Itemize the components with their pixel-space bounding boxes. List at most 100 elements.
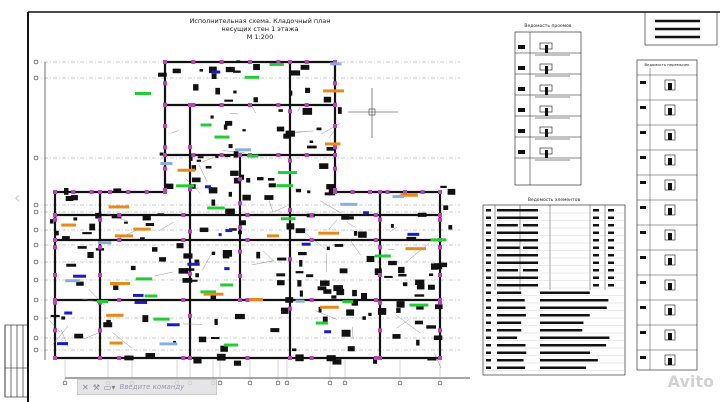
opening-detail [545,129,548,137]
table-cell-text [497,321,522,324]
drawing-title: Исполнительная схема. Кладочный план нес… [180,17,340,41]
axis-marker [33,75,39,81]
annotation-block [95,212,102,219]
table-cell-text [523,261,538,264]
wall-marker [163,166,167,171]
annotation-block [373,357,378,364]
wall-marker [181,298,186,302]
wall-marker [188,356,192,360]
leader-line [273,206,287,213]
leader-line [83,331,102,340]
annotation-block [50,314,60,318]
wall-marker [333,153,337,157]
annotation-block [283,133,290,139]
annotation-block [159,152,164,156]
leader-line [346,222,357,229]
table-cell-text [608,239,614,242]
table-cell-text [593,216,599,219]
annotation-block [242,194,251,201]
command-input[interactable]: Введите команду [119,383,185,391]
lintel-detail [668,158,672,165]
annotation-block [440,262,448,268]
annotation-block [111,215,122,219]
wall-marker [288,158,292,163]
table-cell-text [640,206,646,209]
wall-marker [304,153,309,157]
table-cell-text [518,129,525,133]
openings-table [514,31,582,186]
table-cell-text [608,246,614,249]
wall-marker [71,190,76,194]
wall-marker [126,190,131,194]
annotation-block [223,124,228,130]
wall-marker [378,217,382,222]
orange-tag [203,292,224,296]
annotation-block [246,178,251,183]
table-cell-text [540,291,590,294]
wall-marker [438,328,442,333]
watermark: Avito [667,372,714,391]
annotation-block [205,165,212,169]
annotation-block [302,107,313,115]
annotation-block [277,257,287,261]
command-history-icon[interactable]: ▭▾ [103,382,116,392]
table-cell-text [593,276,599,279]
annotation-block [278,109,283,112]
annotation-block [295,188,302,193]
scroll-left-icon[interactable]: ‹ [14,188,21,207]
wall-marker [309,356,314,360]
table-cell-text [523,231,538,234]
sheet-stamp [644,11,718,46]
green-tag [96,300,109,304]
wall-marker [188,187,192,192]
lintel-detail [668,333,672,340]
axis-marker [33,297,39,303]
wall-marker [438,213,442,217]
wall-marker [373,238,378,242]
annotation-block [89,223,96,231]
table-cell-text [497,246,520,249]
close-icon[interactable]: ✕ [82,382,89,392]
table-cell-text [486,269,491,272]
annotation-block [152,247,158,252]
annotation-block [145,353,155,359]
wall-marker [438,190,442,194]
annotation-block [103,322,113,328]
opening-detail [545,66,548,74]
annotation-block [240,174,245,180]
orange-tag [114,234,134,238]
wall-marker [333,60,337,64]
annotation-block [290,70,301,76]
wall-marker [191,103,196,107]
leader-line [49,320,61,333]
command-line[interactable]: ✕ ⚒ ▭▾ Введите команду [77,379,217,395]
wall-marker [53,300,57,305]
annotation-block [66,263,77,267]
wall-marker [288,60,292,64]
table-cell-text [523,224,538,227]
annotation-block [145,223,155,226]
table-cell-text [540,336,610,339]
annotation-block [211,73,217,79]
annotation-block [366,255,375,262]
annotation-block [339,268,348,274]
blue-tag [73,274,87,278]
table-cell-text [640,281,646,284]
annotation-block [268,183,276,188]
annotation-block [216,353,226,361]
annotation-block [242,129,246,132]
wall-marker [53,245,57,250]
axis-marker [62,380,68,386]
wall-marker [191,60,196,64]
wrench-icon[interactable]: ⚒ [92,382,100,392]
wall-marker [438,245,442,250]
annotation-block [416,283,425,290]
blue-tag [324,330,332,334]
annotation-block [113,285,119,291]
annotation-block [388,260,397,266]
green-tag [269,62,284,66]
lintel-detail [668,83,672,90]
wall-marker [53,217,57,222]
axis-marker [33,59,39,65]
